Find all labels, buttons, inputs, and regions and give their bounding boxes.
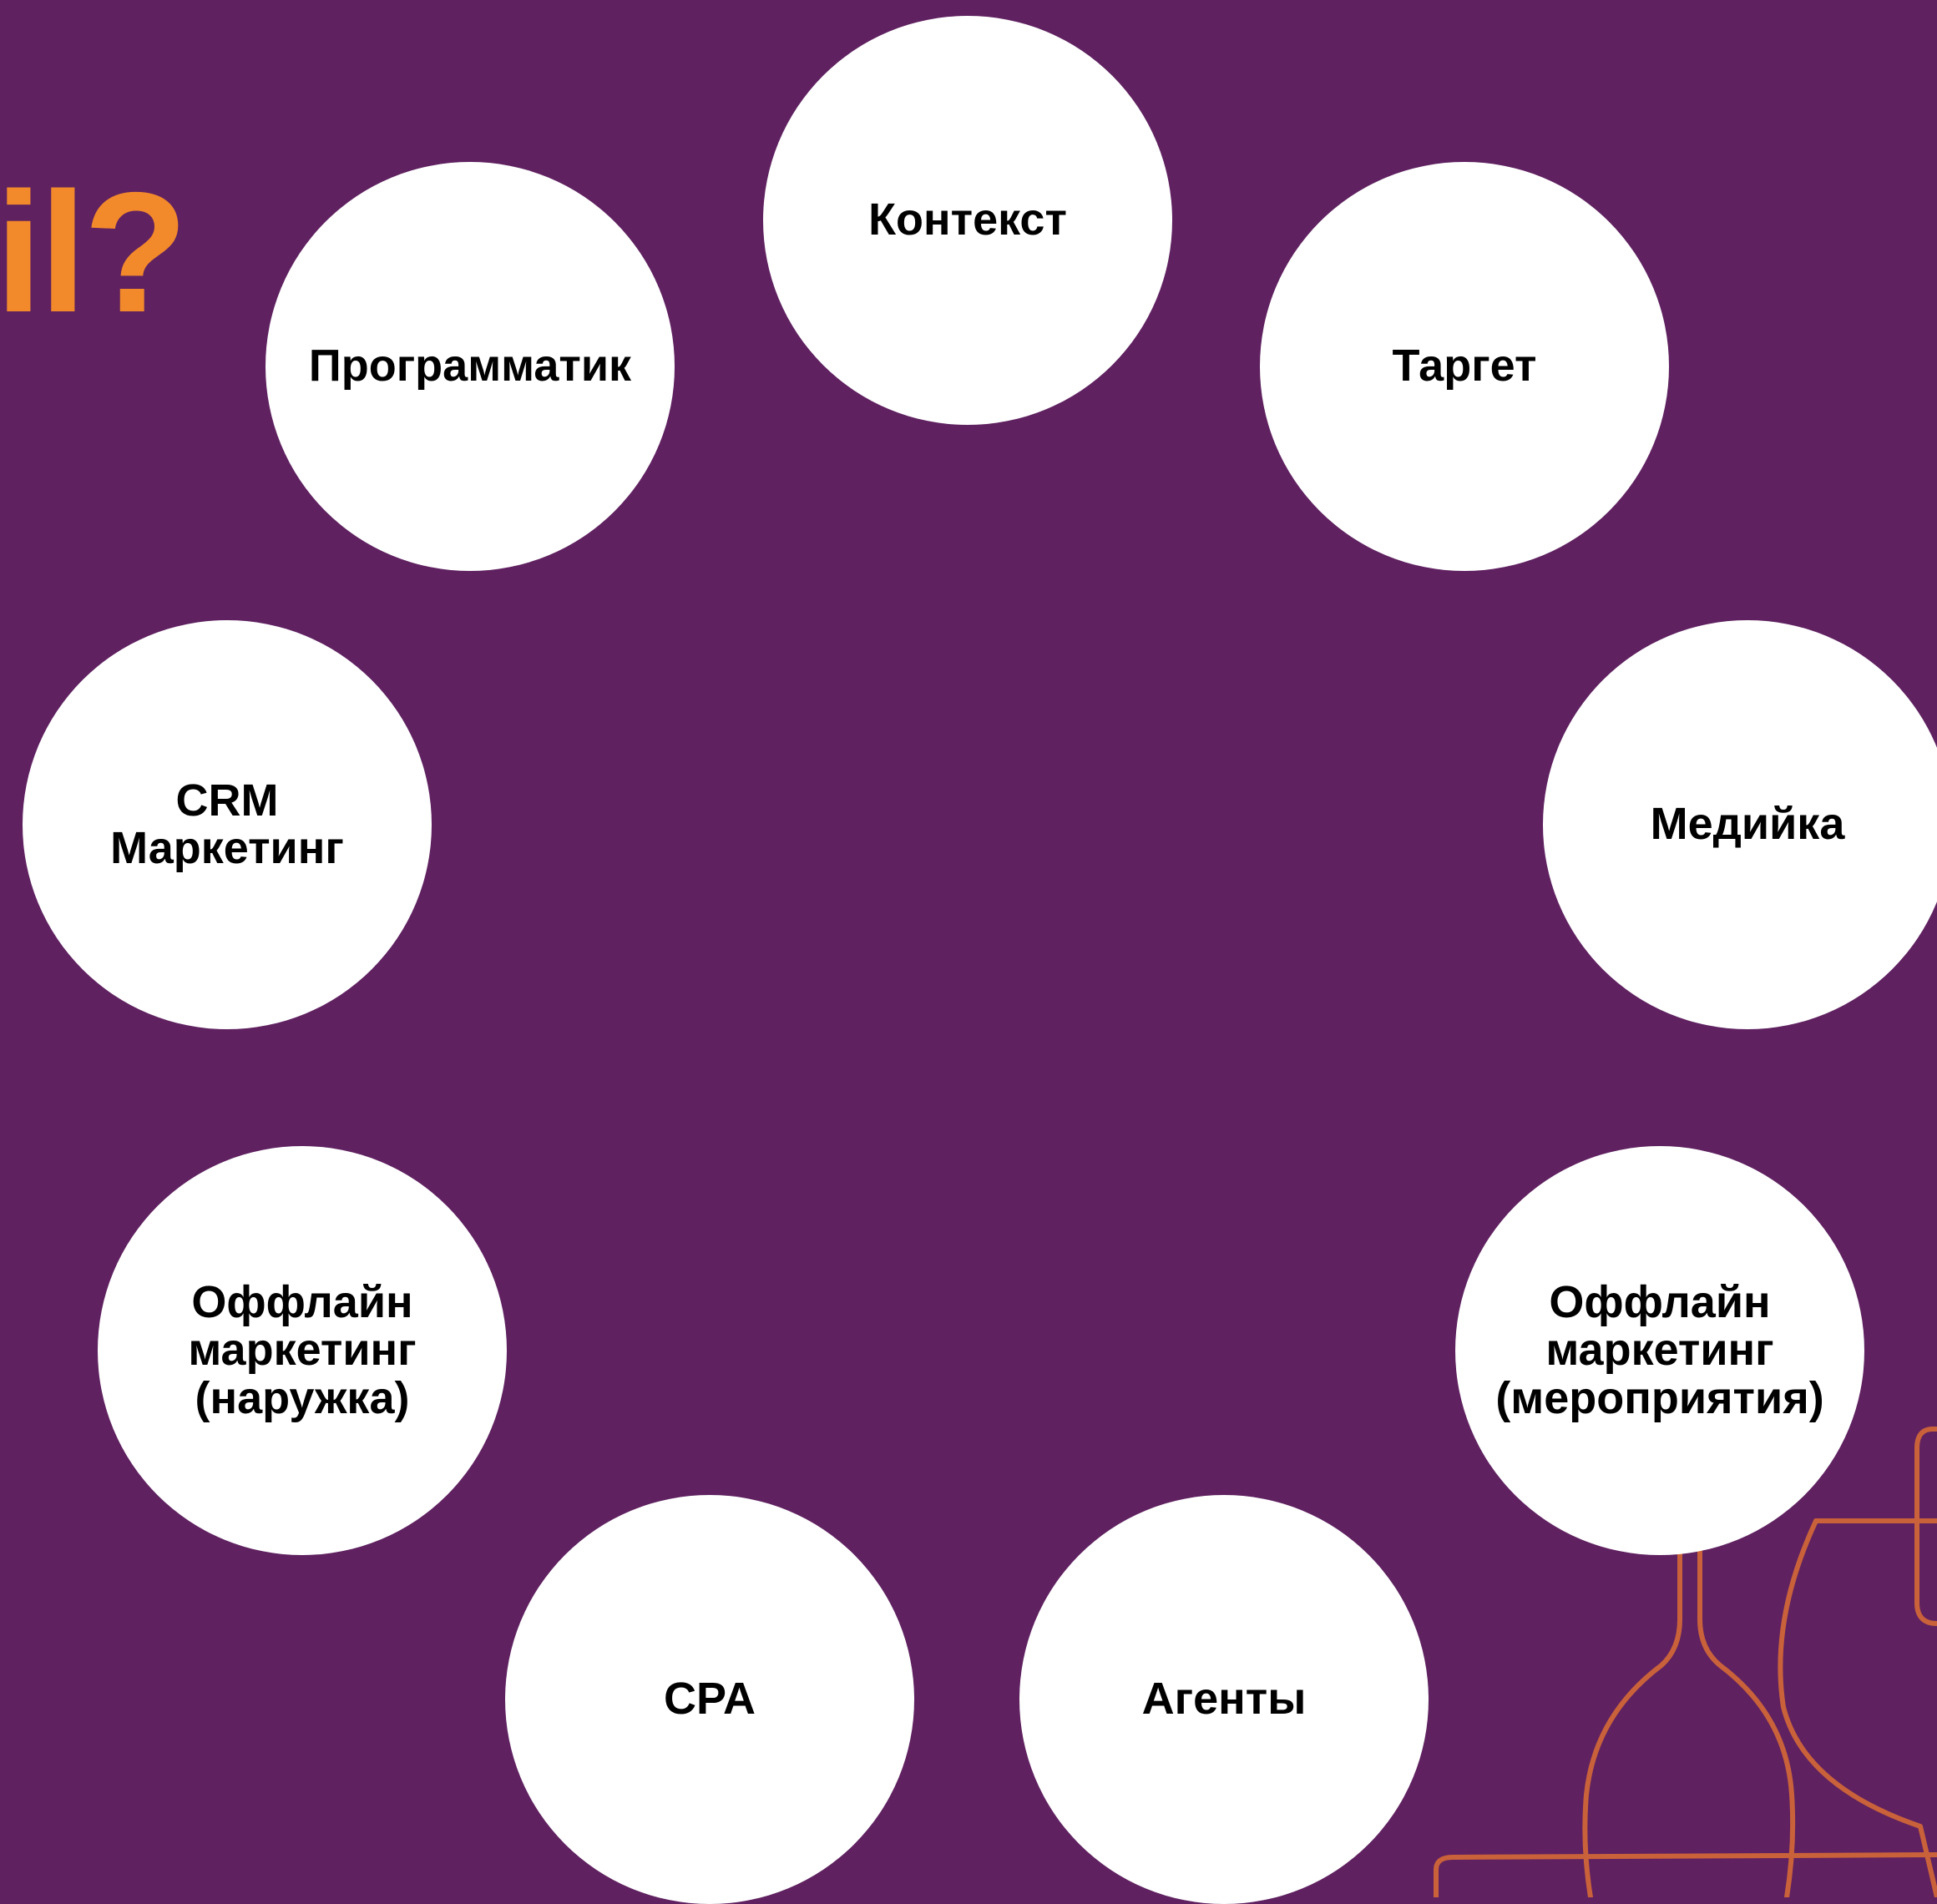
- node-crm: CRM Маркетинг: [23, 620, 432, 1029]
- node-offline-outdoor: Оффлайн маркетинг (наружка): [98, 1146, 507, 1555]
- node-label: Агенты: [1141, 1674, 1307, 1725]
- node-programmatic: Программатик: [266, 162, 675, 571]
- node-cpa: CPA: [505, 1495, 914, 1904]
- node-label: Программатик: [308, 341, 632, 391]
- headline-fragment: il?: [0, 157, 188, 348]
- node-label: Оффлайн маркетинг (наружка): [188, 1277, 417, 1423]
- node-label: CRM Маркетинг: [110, 775, 344, 873]
- node-agents: Агенты: [1019, 1495, 1429, 1904]
- node-label: Контекст: [868, 194, 1067, 245]
- node-target: Таргет: [1260, 162, 1669, 571]
- node-label: Таргет: [1392, 341, 1537, 391]
- node-context: Контекст: [763, 16, 1172, 425]
- node-offline-events: Оффлайн маркетинг (мероприятия): [1455, 1146, 1864, 1555]
- node-media: Медийка: [1543, 620, 1937, 1029]
- node-label: Медийка: [1650, 799, 1845, 850]
- node-label: Оффлайн маркетинг (мероприятия): [1495, 1277, 1824, 1423]
- node-label: CPA: [663, 1674, 756, 1725]
